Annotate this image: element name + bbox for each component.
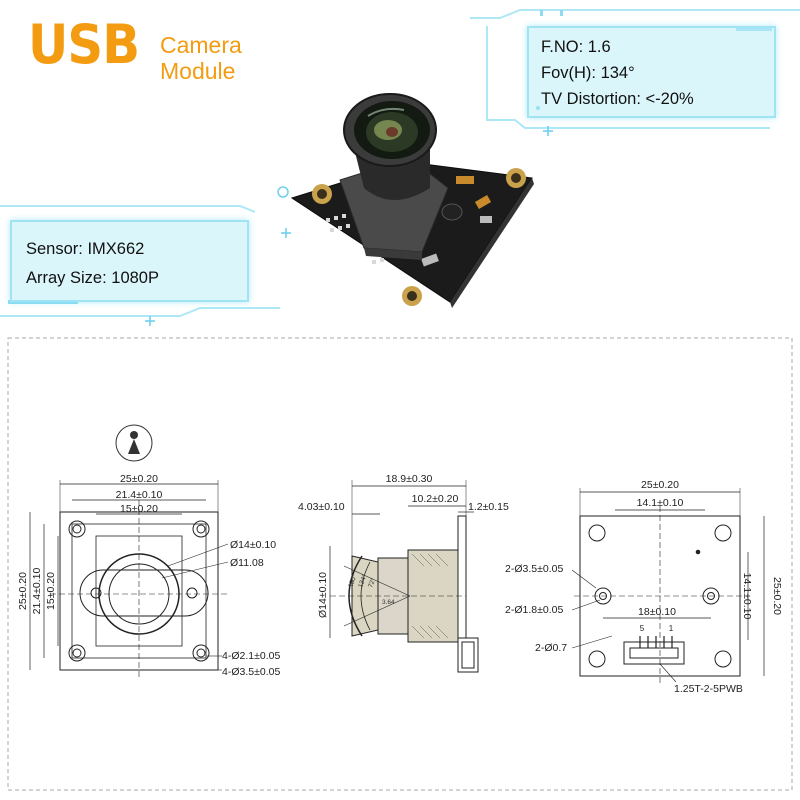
sv-ang3: 72° [366,576,377,588]
bv-hole-c: 2-Ø0.7 [535,642,567,654]
spec-fno: F.NO: 1.6 [541,38,611,56]
fv-d-inner: Ø11.08 [230,557,264,569]
brand-module: Module [160,58,236,84]
spec-fov: Fov(H): 134° [541,64,635,82]
fv-w-outer: 25±0.20 [120,473,158,485]
fv-h-mid: 21.4±0.10 [31,568,43,615]
fv-holes-a: 4-Ø2.1±0.05 [222,650,280,662]
bv-holes-b: 2-Ø1.8±0.05 [505,604,563,616]
spec-box-optics [527,26,776,118]
sv-pcb: 1.2±0.15 [468,501,509,513]
bv-pin5: 5 [640,624,645,633]
spec-distortion: TV Distortion: <-20% [541,90,694,108]
drawing-border [7,337,793,791]
user-icon [115,424,153,462]
bv-w-outer: 25±0.20 [641,479,679,491]
bv-w-mid: 14.1±0.10 [637,497,684,509]
sv-depth: 3.64 [382,599,395,606]
bv-pitch: 18±0.10 [638,606,676,618]
sv-total: 18.9±0.30 [386,473,433,485]
sv-dia: Ø14±0.10 [317,572,329,618]
fv-w-mid: 21.4±0.10 [116,489,163,501]
bv-connector: 1.25T-2-5PWB [674,683,743,695]
fv-holes-b: 4-Ø3.5±0.05 [222,666,280,678]
mounting-holes [312,168,526,306]
brand-usb: USB [28,13,140,76]
fv-h-inner: 15±0.20 [45,572,57,610]
back-view [571,488,765,686]
bv-pin1: 1 [669,624,674,633]
bv-holes-a: 2-Ø3.5±0.05 [505,563,563,575]
sv-lens-len: 10.2±0.20 [412,493,459,505]
side-view [329,480,479,673]
fv-d-lens: Ø14±0.10 [230,539,276,551]
sv-front: 4.03±0.10 [298,501,345,513]
spec-array-size: Array Size: 1080P [26,269,159,287]
fv-w-inner: 15±0.20 [120,503,158,515]
camera-module-photo [290,93,534,308]
decor-lines [0,9,800,326]
bv-h-outer: 25±0.20 [771,577,783,615]
spec-sensor: Sensor: IMX662 [26,240,145,258]
front-view [29,424,230,680]
fv-h-outer: 25±0.20 [17,572,29,610]
brand-camera: Camera [160,32,242,58]
bv-h-mid: 14.1±0.10 [741,573,753,620]
technical-drawing: 25±0.20 21.4±0.10 15±0.20 25±0.20 21.4±0… [7,337,793,791]
spec-box-sensor [10,220,249,302]
